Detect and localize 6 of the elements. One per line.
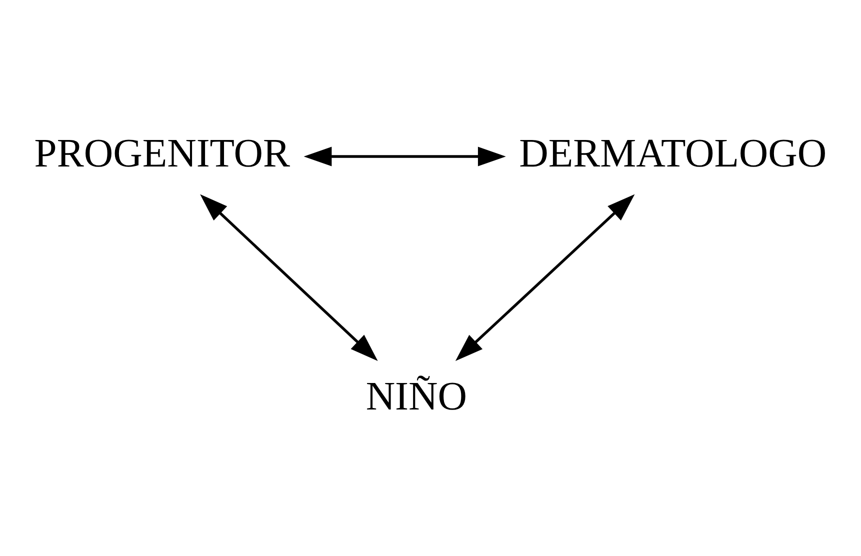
node-text: DERMATOLOGO bbox=[519, 130, 827, 176]
node-text: PROGENITOR bbox=[34, 130, 290, 176]
arrow bbox=[455, 194, 635, 362]
arrow bbox=[200, 194, 378, 362]
arrow bbox=[304, 146, 506, 166]
node-text: NIÑO bbox=[366, 373, 468, 418]
